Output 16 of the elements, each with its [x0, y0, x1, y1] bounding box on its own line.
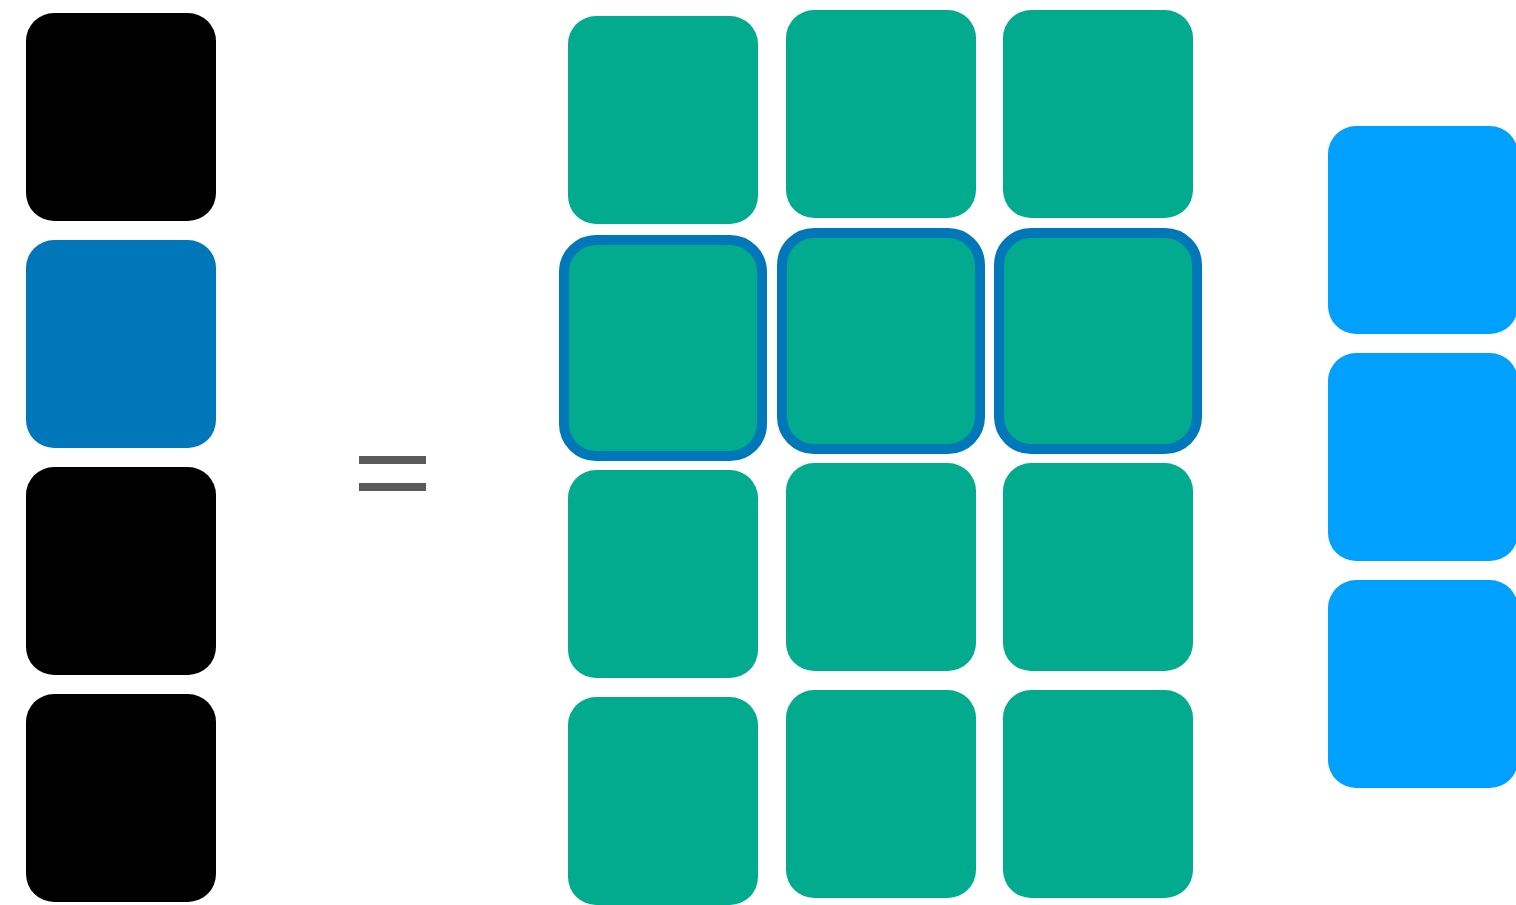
cell: [26, 694, 216, 902]
cell: [568, 470, 758, 678]
cell: [1003, 10, 1193, 218]
cell: [786, 463, 976, 671]
cell: [26, 467, 216, 675]
cell: [1328, 126, 1516, 334]
cell: [1328, 353, 1516, 561]
cell: [26, 240, 216, 448]
cell: [786, 690, 976, 898]
cell: [1003, 690, 1193, 898]
cell: [1003, 463, 1193, 671]
cell: [568, 697, 758, 905]
cell: [1328, 580, 1516, 788]
cell: [786, 10, 976, 218]
cell: [26, 13, 216, 221]
cell: [568, 16, 758, 224]
